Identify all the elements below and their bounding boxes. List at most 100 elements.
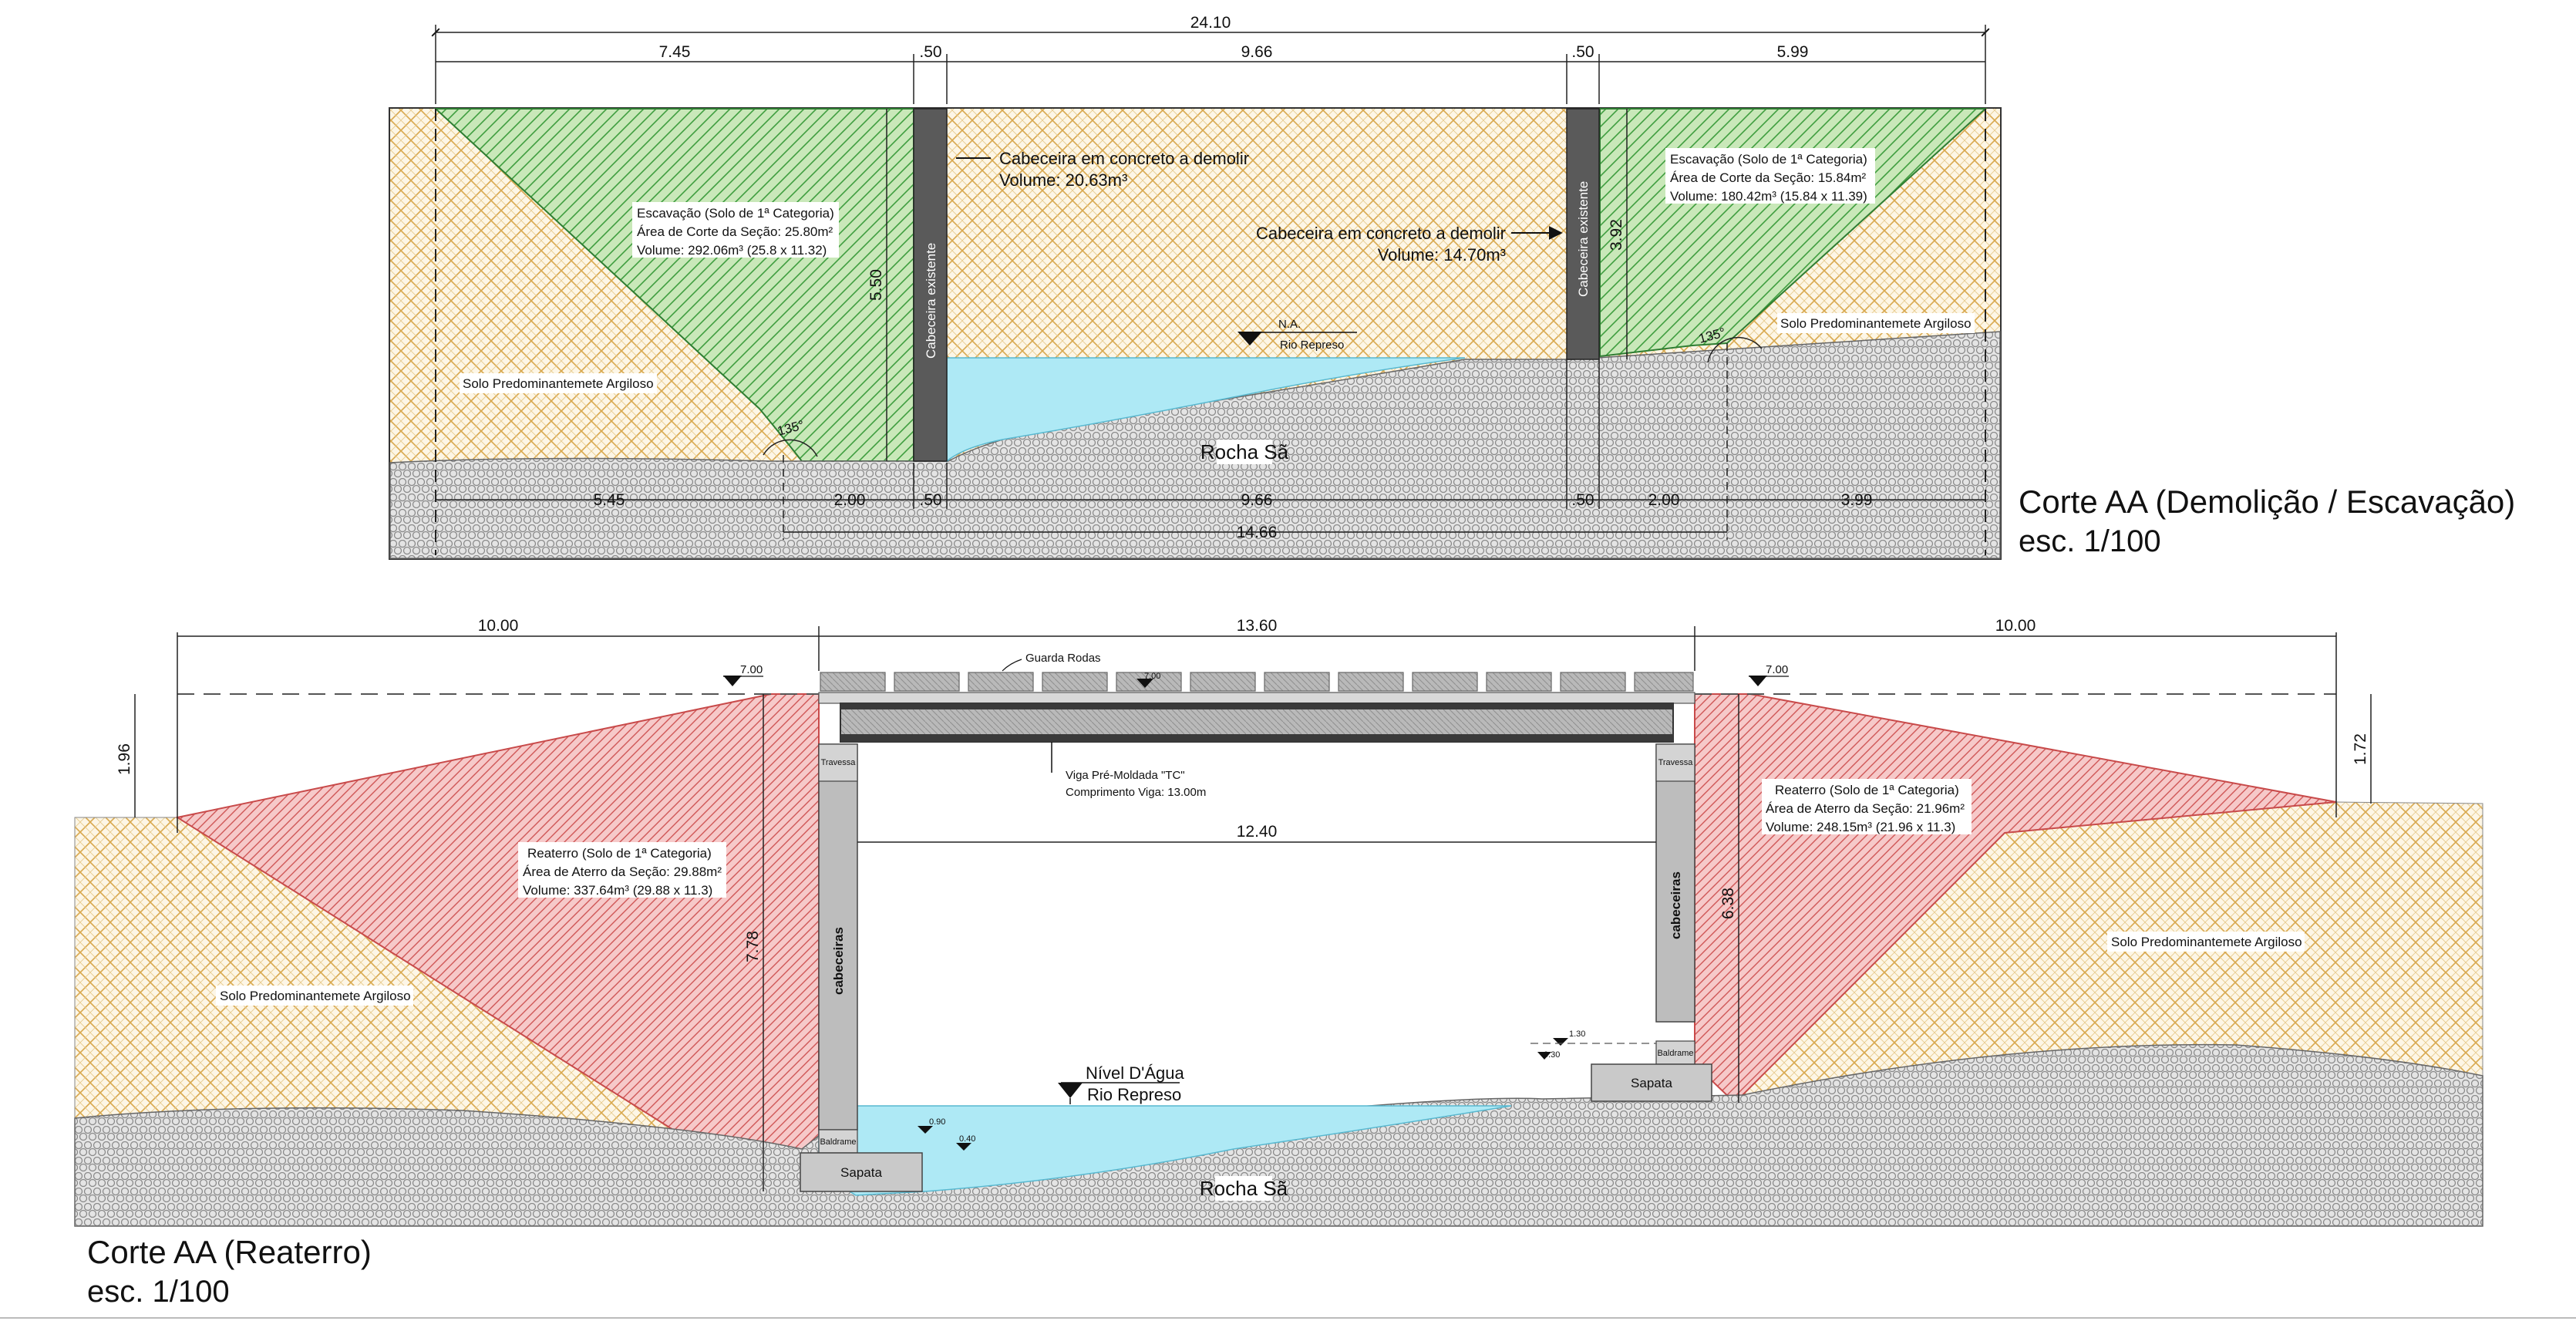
bottom-dim-right: 10.00 (1995, 617, 2036, 635)
bottom-soil-left-box (216, 986, 413, 1006)
excav-left-line3: Volume: 292.06m³ (25.8 x 11.32) (637, 243, 827, 258)
top-section: Cabeceira existente Cabeceira existente … (389, 14, 2515, 560)
top-dim-right: 5.99 (1777, 43, 1809, 61)
demolish-left-line1: Cabeceira em concreto a demolir (999, 149, 1249, 168)
dim-left-abut: 7.78 (744, 931, 762, 962)
footing-left-label: Sapata (840, 1165, 882, 1180)
top-soil-left-box (460, 373, 657, 393)
footing-right (1591, 1063, 1712, 1102)
angle-left-arc (763, 439, 818, 457)
bottom-dim-left: 10.00 (478, 617, 519, 635)
top-soil-left: Solo Predominantemete Argiloso (463, 376, 654, 391)
bottom-soil-right-box (2107, 932, 2305, 952)
guard-rail-label: Guarda Rodas (1025, 652, 1101, 665)
transverse-right (1655, 743, 1695, 782)
top-abutment-left (913, 108, 948, 462)
fill-left-box (518, 842, 726, 898)
bottom-water (818, 1105, 1512, 1196)
bottom-soil-left: Solo Predominantemete Argiloso (220, 989, 411, 1003)
elev-a-icon (918, 1126, 933, 1134)
excav-left-box (632, 202, 839, 258)
beam-line2: Comprimento Viga: 13.00m (1066, 786, 1206, 799)
top-scale: esc. 1/100 (2019, 524, 2161, 558)
top-dim-b-b: 2.00 (834, 491, 866, 509)
bottom-dim-top-ticks (818, 626, 1695, 671)
top-dim-b-total: 14.66 (1237, 524, 1278, 541)
excav-right-line1: Escavação (Solo de 1ª Categoria) (1670, 152, 1867, 167)
angle-right-arc (1707, 336, 1763, 363)
guard-rails (820, 672, 1694, 692)
top-dim-b-d: 9.66 (1241, 491, 1273, 509)
bottom-scale: esc. 1/100 (87, 1275, 230, 1309)
elev-d-icon (1537, 1052, 1551, 1060)
bottom-rock-box (1215, 1176, 1272, 1201)
fill-right-line2: Área de Aterro da Seção: 21.96m² (1766, 801, 1965, 816)
bottom-soil-right: Solo Predominantemete Argiloso (2111, 935, 2302, 949)
top-dim-height-left: 5.50 (867, 269, 885, 301)
fill-left-line2: Área de Aterro da Seção: 29.88m² (523, 864, 722, 879)
baldrame-right-label: Baldrame (1657, 1049, 1693, 1058)
top-dim-height-right: 3.92 (1608, 219, 1625, 251)
abutment-right-label: cabeceiras (1669, 871, 1683, 939)
top-title: Corte AA (Demolição / Escavação) (2019, 484, 2515, 520)
top-soil-right-box (1777, 313, 1975, 333)
fill-right-line1: Reaterro (Solo de 1ª Categoria) (1775, 783, 1959, 797)
top-dim-wall-left: .50 (919, 43, 941, 61)
top-dim-b-c: .50 (919, 491, 941, 509)
demolish-right-line1: Cabeceira em concreto a demolir (1256, 224, 1506, 243)
top-abutment-left-label: Cabeceira existente (924, 243, 938, 359)
footing-left (800, 1152, 923, 1192)
fill-left-line1: Reaterro (Solo de 1ª Categoria) (527, 846, 712, 861)
elev-c-icon (1553, 1038, 1568, 1046)
abutment-left-label: cabeceiras (831, 927, 846, 995)
top-soil-right: Solo Predominantemete Argiloso (1780, 316, 1972, 331)
top-dim-bottom-ticks (913, 359, 1600, 509)
excav-right-line3: Volume: 180.42m³ (15.84 x 11.39) (1670, 189, 1867, 204)
elev-d: 0.30 (1544, 1050, 1560, 1060)
top-abutment-right-label: Cabeceira existente (1576, 181, 1591, 297)
elev-left-icon (723, 676, 742, 686)
baldrame-left-label: Baldrame (820, 1137, 856, 1147)
bottom-section: Travessa Travessa cabeceiras cabeceiras … (74, 617, 2483, 1309)
elev-c: 1.30 (1569, 1030, 1585, 1039)
top-dim-ticks (435, 25, 1986, 104)
elev-b: 0.40 (959, 1134, 975, 1144)
elev-a: 0.90 (929, 1117, 945, 1127)
elev-b-icon (956, 1143, 971, 1151)
bottom-dim-deck: 13.60 (1237, 617, 1278, 635)
top-water-level-line1: N.A. (1278, 318, 1301, 331)
top-water (946, 357, 1466, 463)
demolish-left-line2: Volume: 20.63m³ (999, 170, 1127, 190)
top-dim-b-g: 3.99 (1841, 491, 1873, 509)
top-rock-box (1217, 440, 1272, 464)
top-dim-wall-right: .50 (1571, 43, 1594, 61)
elev-left: 7.00 (740, 663, 763, 676)
elev-right-icon (1749, 676, 1767, 686)
top-water-level-icon (1237, 332, 1262, 345)
top-dim-overall: 24.10 (1190, 14, 1231, 32)
elev-deck-icon (1136, 679, 1153, 688)
bottom-water-level-line2: Rio Represo (1087, 1085, 1181, 1104)
precast-beam-bottom (840, 734, 1673, 742)
precast-beam-top (840, 703, 1673, 709)
demolish-right-line2: Volume: 14.70m³ (1378, 245, 1506, 265)
top-water-level-line2: Rio Represo (1280, 339, 1344, 352)
transverse-left-label: Travessa (821, 758, 857, 767)
bottom-title: Corte AA (Reaterro) (87, 1234, 372, 1270)
bottom-rock-label: Rocha Sã (1200, 1177, 1288, 1200)
transverse-left (818, 743, 858, 782)
elev-deck: 7.00 (1144, 672, 1160, 681)
top-rock-label: Rocha Sã (1200, 440, 1289, 463)
fill-right-line3: Volume: 248.15m³ (21.96 x 11.3) (1766, 820, 1955, 834)
dim-left-fill: 1.96 (116, 743, 133, 775)
guard-rail-leader (1002, 659, 1022, 672)
fill-left-line3: Volume: 337.64m³ (29.88 x 11.3) (523, 883, 712, 898)
fill-right-box (1762, 779, 1972, 834)
transverse-right-label: Travessa (1658, 758, 1694, 767)
excav-right-line2: Área de Corte da Seção: 15.84m² (1670, 170, 1867, 185)
excav-left-line1: Escavação (Solo de 1ª Categoria) (637, 206, 834, 221)
top-abutment-right (1566, 108, 1600, 360)
bridge-deck (818, 692, 1695, 704)
dim-right-abut: 6.38 (1719, 888, 1737, 919)
